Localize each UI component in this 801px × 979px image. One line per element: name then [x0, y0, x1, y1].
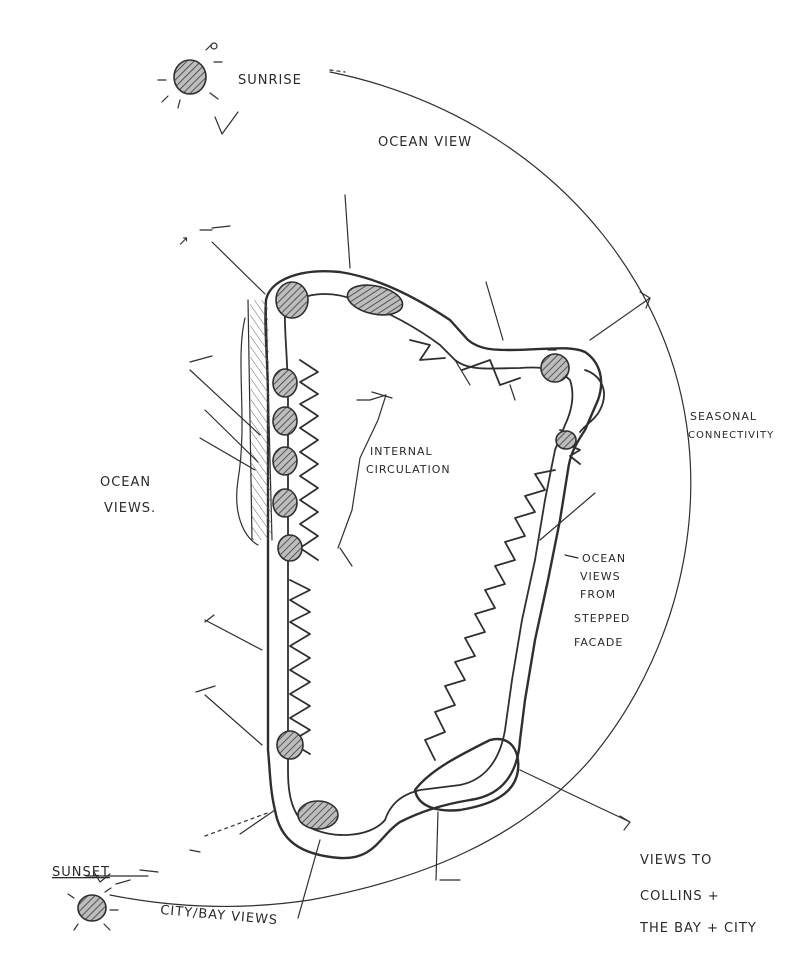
- site-arc: [110, 72, 691, 906]
- unit-left-top: [276, 282, 308, 318]
- unit-right-top: [541, 354, 569, 382]
- sunset-label: SUNSET: [52, 865, 110, 880]
- internal-circulation-line2: CIRCULATION: [366, 463, 451, 476]
- unit-bottom-left: [277, 731, 303, 759]
- stepped-facade-left-lower: [290, 580, 310, 754]
- ocean-views-stepped-line3: FROM: [580, 588, 616, 601]
- ocean-views-stepped-line5: FACADE: [574, 636, 623, 649]
- unit-left-2: [273, 407, 297, 435]
- seasonal-connectivity-line2: CONNECTIVITY: [688, 430, 774, 441]
- unit-left-3: [273, 447, 297, 475]
- views-to-line1: VIEWS TO: [640, 853, 712, 868]
- unit-top: [345, 280, 406, 319]
- unit-left-1: [273, 369, 297, 397]
- sunrise-sun-icon: [158, 43, 238, 134]
- ocean-views-left-line2: VIEWS.: [104, 501, 156, 516]
- ocean-views-left-line1: OCEAN: [100, 475, 151, 490]
- ocean-view-label: OCEAN VIEW: [378, 135, 472, 150]
- unit-left-4: [273, 489, 297, 517]
- unit-bottom: [298, 801, 338, 829]
- views-to-line2: COLLINS +: [640, 889, 720, 904]
- seasonal-connectivity-line1: SEASONAL: [690, 410, 757, 423]
- internal-circulation-line1: INTERNAL: [370, 445, 433, 458]
- ocean-views-stepped-line2: VIEWS: [580, 570, 621, 583]
- views-to-line3: THE BAY + CITY: [639, 921, 757, 936]
- stepped-facade-left: [300, 360, 318, 560]
- sunrise-label: SUNRISE: [238, 73, 302, 88]
- unit-right-mid: [556, 430, 580, 464]
- svg-text:↗: ↗: [178, 234, 190, 249]
- building-inner-outline: [285, 294, 573, 835]
- ocean-views-stepped-line1: OCEAN: [582, 552, 626, 565]
- unit-left-5: [278, 535, 302, 561]
- stepped-facade-right: [425, 470, 555, 760]
- ocean-views-stepped-line4: STEPPED: [574, 612, 630, 625]
